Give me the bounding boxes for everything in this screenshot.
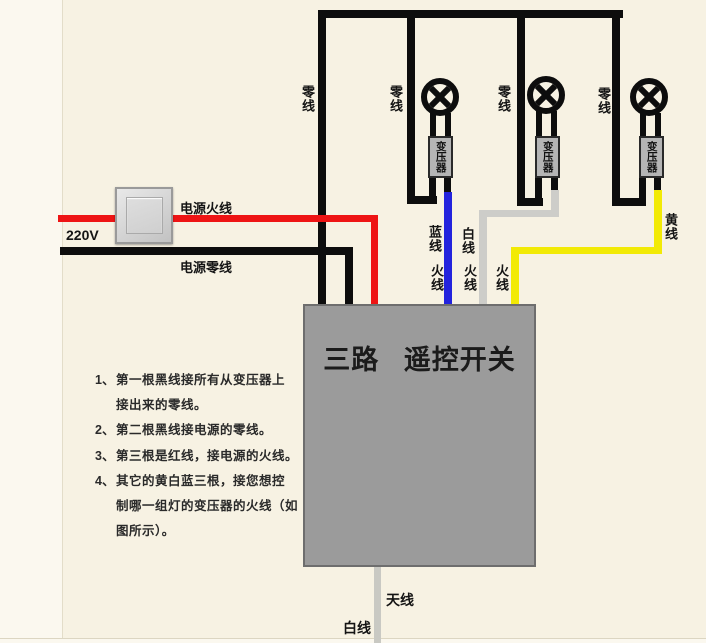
instruction-text: 接出来的零线。 bbox=[116, 398, 208, 413]
lamp2-neutral-vertical bbox=[517, 10, 525, 206]
lamp3-neutral-vertical bbox=[612, 10, 620, 206]
lamp3-neutral-label: 零线 bbox=[596, 87, 611, 115]
instruction-text: 其它的黄白蓝三根，接您想控 bbox=[116, 473, 286, 488]
wall-switch-rocker bbox=[126, 197, 163, 234]
lamp1-live-label: 火线 bbox=[429, 264, 444, 292]
lamp3-leg-left bbox=[640, 113, 646, 138]
lamp2-output-stub bbox=[551, 178, 558, 190]
lamp1-transformer-label: 变压器 bbox=[434, 141, 447, 173]
instruction-line: 图所示）。 bbox=[95, 517, 290, 542]
lamp2-bulb-icon bbox=[527, 76, 565, 114]
lamp1-color-label: 蓝线 bbox=[427, 225, 442, 253]
power-live-wire-vertical bbox=[371, 215, 378, 304]
page-left-margin bbox=[0, 0, 63, 643]
lamp2-transformer-label: 变压器 bbox=[541, 141, 554, 173]
instruction-line: 4、 其它的黄白蓝三根，接您想控 bbox=[95, 467, 290, 492]
lamp3-yellow-wire-v1 bbox=[654, 190, 662, 254]
instruction-number: 3、 bbox=[95, 448, 115, 463]
lamp2-leg-left bbox=[536, 111, 542, 136]
lamp3-leg-right bbox=[655, 113, 661, 138]
lamp1-neutral-horizontal bbox=[407, 196, 437, 204]
page-bottom-margin bbox=[0, 638, 706, 643]
antenna-wire bbox=[374, 567, 381, 643]
instruction-line: 1、 第一根黑线接所有从变压器上 bbox=[95, 366, 290, 391]
lamp3-output-stub bbox=[654, 178, 661, 190]
lamp1-bulb-icon bbox=[421, 78, 459, 116]
lamp3-color-label: 黄线 bbox=[663, 213, 678, 241]
lamp3-neutral-horizontal bbox=[612, 198, 646, 206]
instruction-number: 1、 bbox=[95, 373, 115, 388]
lamp2-leg-right bbox=[551, 111, 557, 136]
lamp2-white-wire-v1 bbox=[551, 190, 559, 217]
bus-neutral-label: 零线 bbox=[300, 85, 315, 113]
lamp3-live-label: 火线 bbox=[494, 264, 509, 292]
instruction-text: 第一根黑线接所有从变压器上 bbox=[116, 373, 286, 388]
antenna-color-label: 白线 bbox=[343, 620, 371, 636]
instruction-line: 制哪一组灯的变压器的火线（如 bbox=[95, 492, 298, 517]
lamp2-transformer: 变压器 bbox=[535, 136, 560, 178]
lamp1-neutral-stub bbox=[429, 178, 436, 204]
power-neutral-label: 电源零线 bbox=[180, 260, 233, 275]
power-live-label: 电源火线 bbox=[180, 201, 233, 216]
power-neutral-wire-vertical bbox=[345, 247, 353, 304]
lamp2-neutral-label: 零线 bbox=[496, 85, 511, 113]
lamp1-neutral-vertical bbox=[407, 10, 415, 204]
lamp3-transformer-label: 变压器 bbox=[645, 141, 658, 173]
instruction-line: 接出来的零线。 bbox=[95, 391, 290, 416]
lamp3-yellow-wire-v2 bbox=[511, 247, 519, 304]
lamp1-leg-right bbox=[445, 113, 451, 138]
lamp3-neutral-stub bbox=[639, 178, 646, 206]
remote-control-box: 三路 遥控开关 bbox=[303, 304, 536, 567]
lamp3-bulb-icon bbox=[630, 78, 668, 116]
lamp1-leg-left bbox=[430, 113, 436, 138]
instruction-text: 图所示）。 bbox=[116, 524, 175, 539]
lamp1-neutral-label: 零线 bbox=[388, 85, 403, 113]
lamp2-neutral-stub bbox=[535, 178, 542, 206]
instruction-text: 第二根黑线接电源的零线。 bbox=[116, 423, 273, 438]
lamp1-blue-wire bbox=[444, 192, 452, 304]
instruction-number: 4、 bbox=[95, 473, 115, 488]
instruction-list: 1、 第一根黑线接所有从变压器上 接出来的零线。 2、 第二根黑线接电源的零线。… bbox=[95, 366, 298, 542]
power-live-wire-horizontal bbox=[58, 215, 378, 222]
lamp2-neutral-horizontal bbox=[517, 198, 543, 206]
lamp1-output-stub bbox=[444, 178, 451, 192]
lamp2-live-label: 火线 bbox=[462, 264, 477, 292]
instruction-line: 2、 第二根黑线接电源的零线。 bbox=[95, 416, 290, 441]
instruction-number: 2、 bbox=[95, 423, 115, 438]
lamp3-yellow-wire-horizontal bbox=[511, 247, 662, 254]
voltage-label: 220V bbox=[66, 227, 99, 243]
lamp2-white-wire-horizontal bbox=[479, 210, 559, 217]
instruction-text: 第三根是红线，接电源的火线。 bbox=[116, 448, 299, 463]
instruction-line: 3、 第三根是红线，接电源的火线。 bbox=[95, 442, 298, 467]
power-neutral-wire-horizontal bbox=[60, 247, 353, 255]
antenna-label: 天线 bbox=[386, 592, 414, 608]
instruction-text: 制哪一组灯的变压器的火线（如 bbox=[116, 499, 299, 514]
lamp1-transformer: 变压器 bbox=[428, 136, 453, 178]
lamp2-color-label: 白线 bbox=[460, 227, 475, 255]
wall-switch bbox=[115, 187, 173, 244]
control-box-title: 三路 遥控开关 bbox=[323, 345, 516, 375]
neutral-bus-drop-wire bbox=[318, 10, 326, 304]
lamp2-white-wire-v2 bbox=[479, 210, 487, 304]
neutral-bus-wire bbox=[318, 10, 623, 18]
lamp3-transformer: 变压器 bbox=[639, 136, 664, 178]
